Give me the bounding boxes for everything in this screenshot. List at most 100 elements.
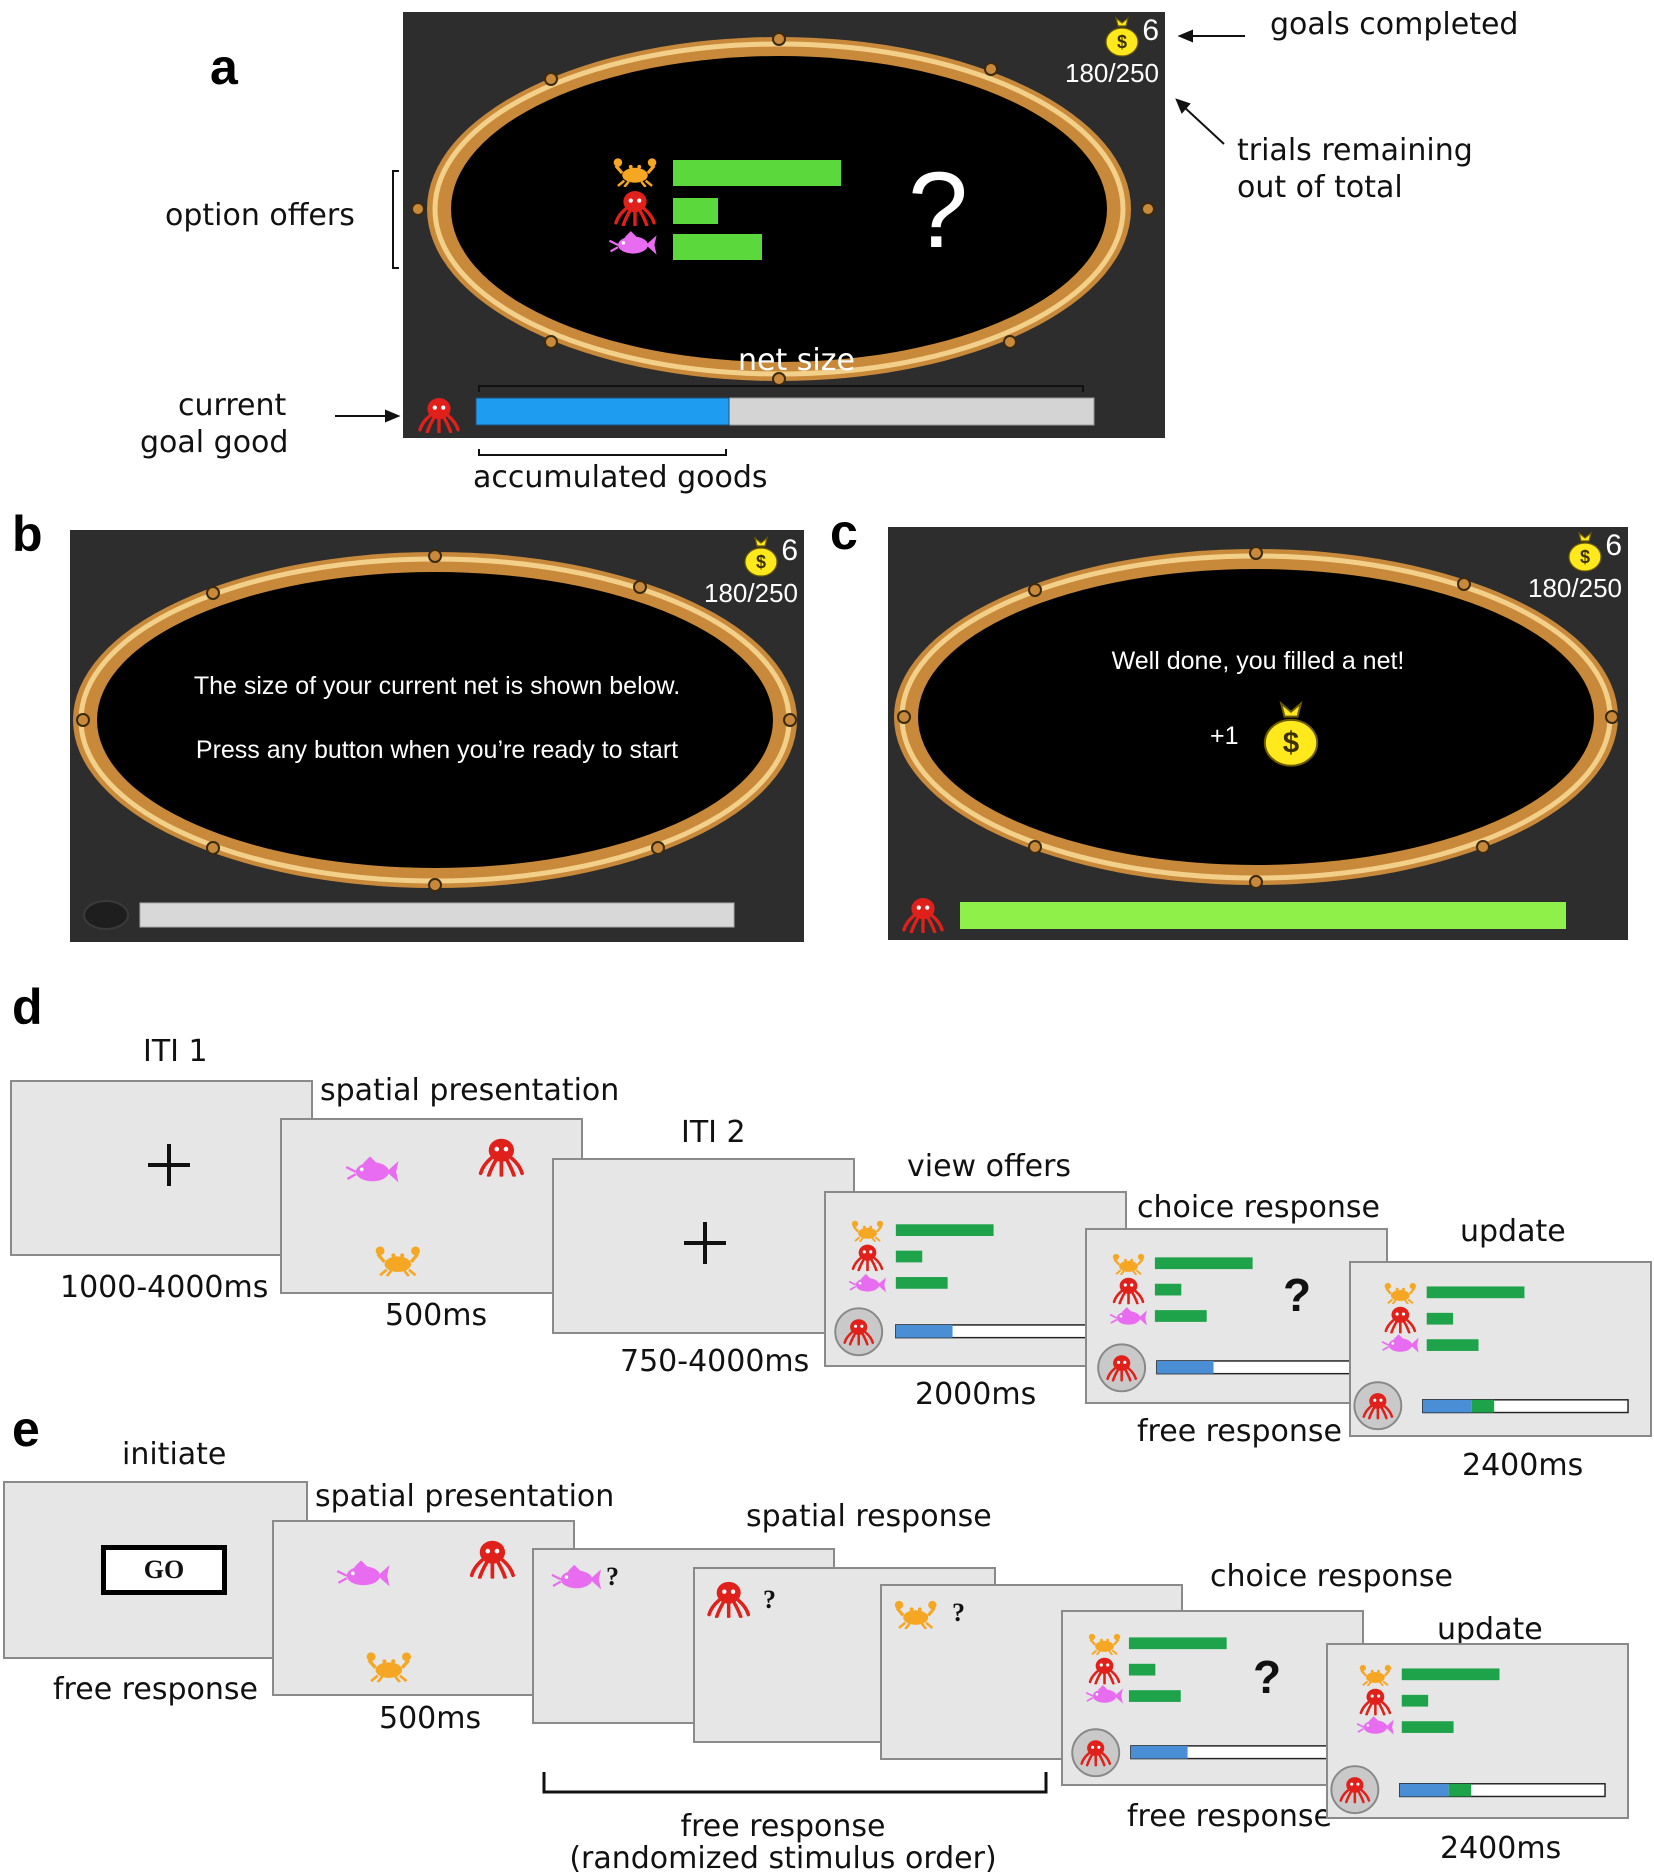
offer-bars bbox=[1128, 1637, 1227, 1702]
question-mark: ? bbox=[1253, 1651, 1282, 1703]
offers-layout-d2 bbox=[1097, 1252, 1386, 1393]
crab-icon bbox=[1111, 1252, 1146, 1275]
step-duration-view-offers: 2000ms bbox=[915, 1377, 1037, 1412]
net-progress bbox=[1130, 1745, 1362, 1760]
crab-icon bbox=[365, 1650, 413, 1683]
panel-letter-c: c bbox=[830, 504, 858, 560]
step-title-view-offers: view offers bbox=[907, 1149, 1072, 1184]
trials-remaining-label: trials remaining bbox=[1237, 133, 1473, 168]
net-full-bar bbox=[960, 902, 1566, 929]
spatial-layout-e bbox=[336, 1539, 516, 1683]
octopus-icon bbox=[469, 1539, 516, 1579]
step-duration-spatial-e: 500ms bbox=[379, 1701, 482, 1736]
screen-update-e bbox=[1326, 1643, 1629, 1819]
offer-bar-1 bbox=[1426, 1312, 1454, 1325]
plus-one-label: +1 bbox=[1210, 722, 1239, 750]
offer-bar-1 bbox=[1401, 1694, 1429, 1707]
go-button[interactable]: GO bbox=[101, 1545, 227, 1595]
fish-icon bbox=[551, 1563, 602, 1591]
question-mark: ? bbox=[763, 1585, 776, 1614]
offers-layout-e1 bbox=[1071, 1632, 1362, 1778]
goal-good-label: goal good bbox=[140, 425, 289, 460]
goals-count: 6 bbox=[781, 534, 798, 568]
fish-icon bbox=[345, 1155, 400, 1184]
step-duration-update-e: 2400ms bbox=[1440, 1831, 1562, 1866]
screen-spatial-presentation bbox=[280, 1118, 583, 1294]
octopus-icon bbox=[1384, 1306, 1417, 1334]
offers-layout-d1 bbox=[834, 1219, 1125, 1357]
step-title-choice-e: choice response bbox=[1210, 1559, 1453, 1594]
board-b bbox=[73, 549, 797, 930]
net-progress bbox=[1156, 1360, 1386, 1375]
step-title-spatial-e: spatial presentation bbox=[315, 1479, 615, 1514]
fish-icon bbox=[1109, 1306, 1148, 1327]
fish-icon bbox=[848, 1273, 887, 1294]
offer-bar-0 bbox=[1401, 1668, 1500, 1681]
offer-bar-1 bbox=[1128, 1663, 1156, 1676]
octopus-icon bbox=[1112, 1276, 1145, 1305]
net-size-label: net size bbox=[738, 343, 855, 378]
step-duration-choice: free response bbox=[1137, 1414, 1342, 1449]
offer-bars bbox=[1401, 1668, 1500, 1733]
step-title-update-e: update bbox=[1437, 1612, 1543, 1647]
net-progress bbox=[1422, 1399, 1629, 1414]
net-gain bbox=[1448, 1783, 1472, 1797]
goals-count: 6 bbox=[1605, 529, 1622, 563]
goals-completed-label: goals completed bbox=[1270, 7, 1519, 42]
step-title-update: update bbox=[1460, 1214, 1566, 1249]
game-screen-a: ? 6 180/250 bbox=[403, 12, 1165, 438]
offer-bar-1 bbox=[673, 198, 718, 224]
net-fill bbox=[1156, 1360, 1214, 1374]
hud-b: 6 180/250 bbox=[704, 534, 798, 609]
game-screen-c: 6 180/250 Well done, you filled a net! +… bbox=[888, 527, 1628, 940]
offer-bar-2 bbox=[1426, 1339, 1479, 1351]
question-mark: ? bbox=[908, 149, 969, 270]
question-mark: ? bbox=[606, 1562, 619, 1591]
offer-bars bbox=[1426, 1286, 1525, 1351]
option-offers-label: option offers bbox=[165, 198, 355, 233]
trials-count: 180/250 bbox=[1065, 58, 1159, 88]
fish-icon bbox=[1356, 1715, 1394, 1736]
panel-letter-b: b bbox=[12, 506, 43, 562]
step-duration-iti1: 1000-4000ms bbox=[60, 1270, 269, 1305]
offers-layout-e2 bbox=[1330, 1663, 1606, 1815]
step-title-spatial: spatial presentation bbox=[320, 1073, 620, 1108]
goals-count: 6 bbox=[1142, 14, 1159, 48]
success-message: Well done, you filled a net! bbox=[1111, 647, 1405, 675]
offers-layout-d3 bbox=[1353, 1281, 1629, 1431]
crab-icon bbox=[1383, 1281, 1417, 1305]
rim-pegs bbox=[411, 32, 1155, 386]
crab-icon bbox=[1087, 1632, 1122, 1655]
screen-choice-response: ? bbox=[1085, 1228, 1388, 1404]
screen-iti2 bbox=[552, 1158, 855, 1334]
offer-bar-2 bbox=[1128, 1690, 1181, 1702]
game-screen-b: 6 180/250 The size of your current net i… bbox=[70, 530, 804, 942]
trials-count: 180/250 bbox=[704, 578, 798, 608]
octopus-icon bbox=[1359, 1688, 1392, 1716]
fish-icon bbox=[336, 1559, 391, 1588]
board-c bbox=[894, 546, 1619, 933]
money-bag-icon bbox=[1565, 529, 1605, 573]
question-mark: ? bbox=[1283, 1269, 1312, 1321]
net-progress bbox=[895, 1324, 1125, 1339]
offer-bars bbox=[1154, 1257, 1253, 1322]
screen-update bbox=[1349, 1261, 1652, 1437]
crab-icon bbox=[374, 1244, 422, 1277]
fixation-cross bbox=[684, 1222, 726, 1264]
net-gain bbox=[1471, 1399, 1495, 1413]
instruction-line-1: The size of your current net is shown be… bbox=[193, 672, 681, 700]
offer-bar-0 bbox=[1154, 1257, 1253, 1270]
step-duration-iti2: 750-4000ms bbox=[620, 1344, 810, 1379]
net-fill bbox=[475, 397, 730, 426]
panel-letter-e: e bbox=[12, 1401, 40, 1457]
net-track bbox=[139, 902, 735, 928]
crab-icon bbox=[850, 1219, 885, 1242]
panel-letter-a: a bbox=[210, 39, 238, 95]
offer-bars-a bbox=[673, 160, 841, 260]
fish-icon bbox=[1085, 1684, 1124, 1705]
screen-initiate: GO bbox=[3, 1481, 308, 1659]
net-fill bbox=[1130, 1745, 1188, 1759]
hud-c: 6 180/250 bbox=[1528, 529, 1622, 604]
step-duration-spatial: 500ms bbox=[385, 1298, 488, 1333]
